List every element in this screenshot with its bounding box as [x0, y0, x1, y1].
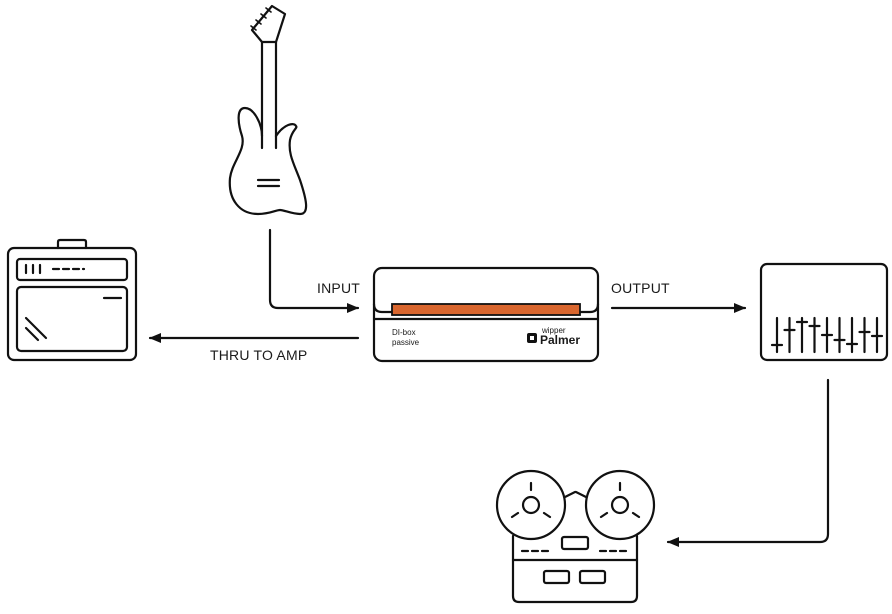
- bass-guitar-icon: [228, 4, 308, 216]
- di-box-brand-small: wipper: [541, 326, 566, 335]
- thru-to-amp-label: THRU TO AMP: [210, 347, 307, 363]
- di-box-model-line2: passive: [392, 338, 420, 347]
- guitar-to-input-line: [268, 228, 360, 313]
- di-box-icon: DI-box passive wipper Palmer: [372, 266, 600, 363]
- input-label: INPUT: [317, 280, 360, 296]
- di-box-accent-stripe: [391, 303, 581, 316]
- guitar-amp-icon: [6, 238, 138, 362]
- reel-to-reel-recorder-icon: [495, 469, 656, 604]
- mixer-to-recorder-line: [666, 378, 830, 547]
- output-label: OUTPUT: [611, 280, 670, 296]
- di-box-brand: Palmer: [540, 333, 580, 347]
- palmer-logo-icon: [527, 333, 537, 343]
- mixing-console-icon: [759, 262, 889, 362]
- mixer-faders: [770, 316, 884, 354]
- di-box-model-line1: DI-box: [392, 328, 416, 337]
